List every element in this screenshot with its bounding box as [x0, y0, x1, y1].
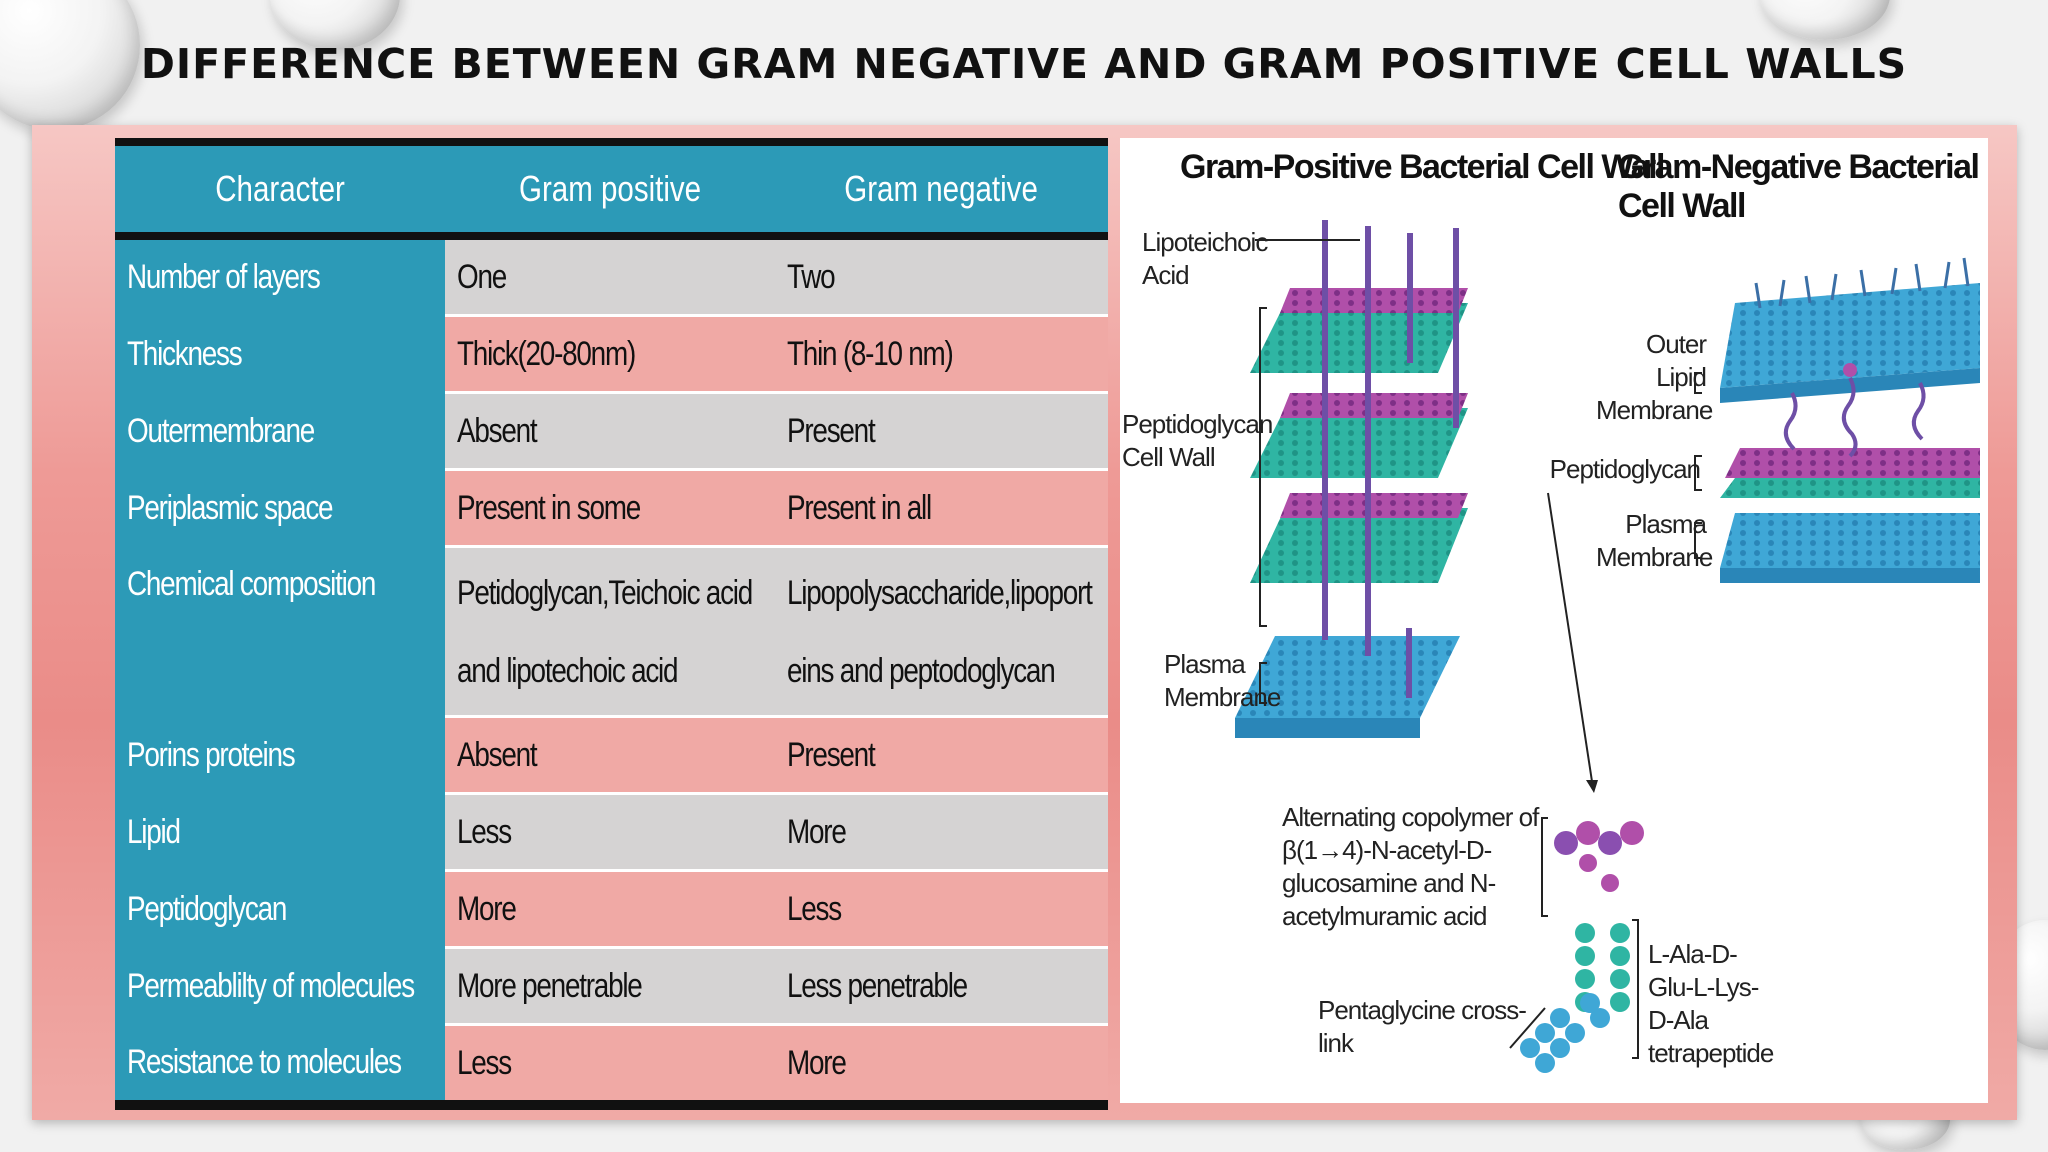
gram-negative-cell: Less penetrable: [775, 946, 1108, 1025]
character-cell: Outermembrane: [115, 392, 445, 470]
character-cell: Porins proteins: [115, 716, 445, 794]
label-tetrapeptide: L-Ala-D-Glu-L-Lys-D-Ala tetrapeptide: [1648, 939, 1774, 1068]
table-row: Outermembrane Absent Present: [115, 391, 1108, 470]
gram-positive-cell: Absent: [445, 715, 775, 794]
gram-positive-layers: [1235, 220, 1468, 738]
gram-positive-cell: Petidoglycan,Teichoic acid and lipotecho…: [445, 545, 775, 717]
table-row: Periplasmic space Present in some Presen…: [115, 468, 1108, 547]
gram-negative-diagram-title: Gram-Negative Bacterial Cell Wall: [1618, 148, 1980, 225]
label-outer-lipid-membrane: Outer Lipid Membrane: [1596, 329, 1713, 425]
gram-positive-cell: Thick(20-80nm): [445, 314, 775, 393]
character-cell: Lipid: [115, 793, 445, 871]
column-header: Character: [115, 142, 445, 240]
character-cell: Resistance to molecules: [115, 1024, 445, 1105]
label-alternating-copolymer: Alternating copolymer of β(1→4)-N-acetyl…: [1282, 802, 1539, 931]
table-row: Resistance to molecules Less More: [115, 1023, 1108, 1105]
table-row: Chemical composition Petidoglycan,Teicho…: [115, 545, 1108, 717]
character-cell: Periplasmic space: [115, 469, 445, 547]
gram-negative-cell: More: [775, 1023, 1108, 1105]
character-cell: Chemical composition: [115, 546, 445, 717]
label-lipoteichoic-acid: Lipoteichoic Acid: [1142, 227, 1268, 290]
gram-negative-cell: Less: [775, 869, 1108, 948]
label-peptidoglycan-negative: Peptidoglycan: [1549, 454, 1701, 484]
label-peptidoglycan-cell-wall: Peptidoglycan Cell Wall: [1122, 409, 1273, 472]
gram-positive-cell: Less: [445, 1023, 775, 1105]
slide-title: DIFFERENCE BETWEEN GRAM NEGATIVE AND GRA…: [140, 40, 1908, 88]
gram-negative-cell: More: [775, 792, 1108, 871]
table-header-row: Character Gram positive Gram negative: [115, 142, 1108, 240]
table-row: Peptidoglycan More Less: [115, 869, 1108, 948]
character-cell: Thickness: [115, 315, 445, 393]
character-cell: Permeablilty of molecules: [115, 947, 445, 1025]
table-row: Permeablilty of molecules More penetrabl…: [115, 946, 1108, 1025]
column-header: Gram negative: [775, 142, 1108, 240]
gram-negative-layers: [1720, 257, 1980, 583]
label-plasma-membrane-positive: Plasma Membrane: [1164, 649, 1281, 712]
character-cell: Peptidoglycan: [115, 870, 445, 948]
gram-negative-cell: Present in all: [775, 468, 1108, 547]
gram-positive-cell: More penetrable: [445, 946, 775, 1025]
table-row: Number of layers One Two: [115, 234, 1108, 316]
label-pentaglycine-cross-link: Pentaglycine cross-link: [1318, 995, 1527, 1058]
cell-wall-illustration: [1235, 220, 1980, 1073]
gram-positive-cell: Less: [445, 792, 775, 871]
character-cell: Number of layers: [115, 236, 445, 316]
gram-positive-cell: One: [445, 234, 775, 316]
gram-positive-cell: Present in some: [445, 468, 775, 547]
table-row: Porins proteins Absent Present: [115, 715, 1108, 794]
decorative-drop: [1760, 0, 1890, 40]
table-row: Lipid Less More: [115, 792, 1108, 871]
gram-negative-cell: Thin (8-10 nm): [775, 314, 1108, 393]
gram-positive-diagram-title: Gram-Positive Bacterial Cell Wall: [1180, 148, 1666, 186]
peptidoglycan-detail: [1520, 821, 1644, 1073]
label-plasma-membrane-negative: Plasma Membrane: [1596, 509, 1713, 572]
gram-positive-cell: More: [445, 869, 775, 948]
table-row: Thickness Thick(20-80nm) Thin (8-10 nm): [115, 314, 1108, 393]
cell-wall-diagram: Gram-Positive Bacterial Cell Wall Gram-N…: [1120, 138, 1988, 1103]
gram-positive-cell: Absent: [445, 391, 775, 470]
gram-negative-cell: Two: [775, 234, 1108, 316]
comparison-table: Character Gram positive Gram negative Nu…: [115, 138, 1108, 1110]
gram-negative-cell: Present: [775, 715, 1108, 794]
column-header: Gram positive: [445, 142, 775, 240]
gram-negative-cell: Present: [775, 391, 1108, 470]
gram-negative-cell: Lipopolysaccharide,lipoporteins and pept…: [775, 545, 1108, 717]
